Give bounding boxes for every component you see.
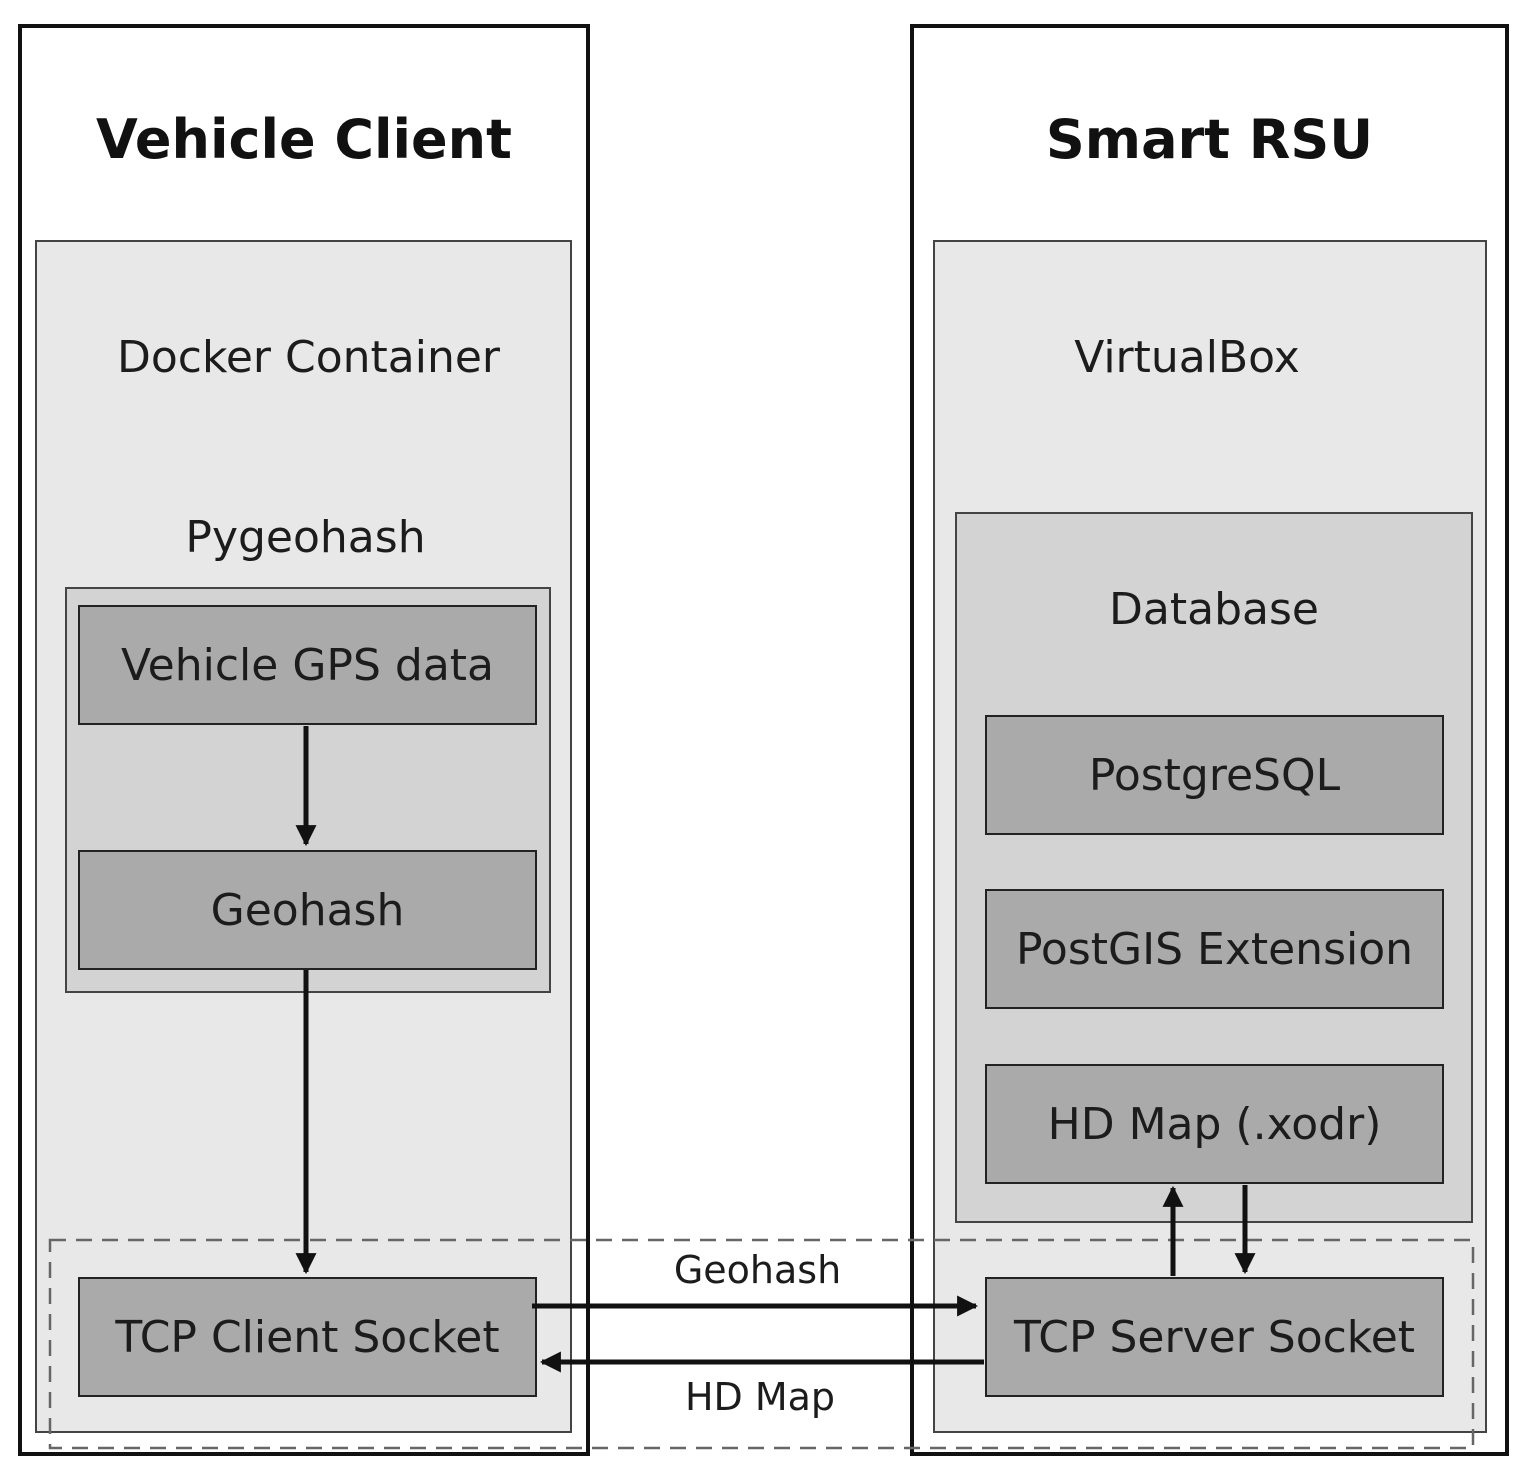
hd-map-xodr-node: HD Map (.xodr): [985, 1064, 1444, 1184]
virtualbox-label: VirtualBox: [1074, 332, 1300, 383]
postgis-extension-node: PostGIS Extension: [985, 889, 1444, 1009]
tcp-client-socket-node: TCP Client Socket: [78, 1277, 537, 1397]
database-label: Database: [1109, 584, 1319, 635]
tcp-server-socket-node: TCP Server Socket: [985, 1277, 1444, 1397]
hd-map-edge-label: HD Map: [684, 1375, 836, 1419]
smart-rsu-title: Smart RSU: [1045, 108, 1374, 171]
geohash-edge-label: Geohash: [673, 1248, 842, 1292]
vehicle-client-title: Vehicle Client: [96, 108, 512, 171]
vehicle-gps-data-node: Vehicle GPS data: [78, 605, 537, 725]
geohash-node: Geohash: [78, 850, 537, 970]
postgresql-node: PostgreSQL: [985, 715, 1444, 835]
docker-container-label: Docker Container: [116, 332, 501, 383]
pygeohash-label: Pygeohash: [185, 512, 426, 563]
socket-communication-region: [48, 1238, 1475, 1450]
